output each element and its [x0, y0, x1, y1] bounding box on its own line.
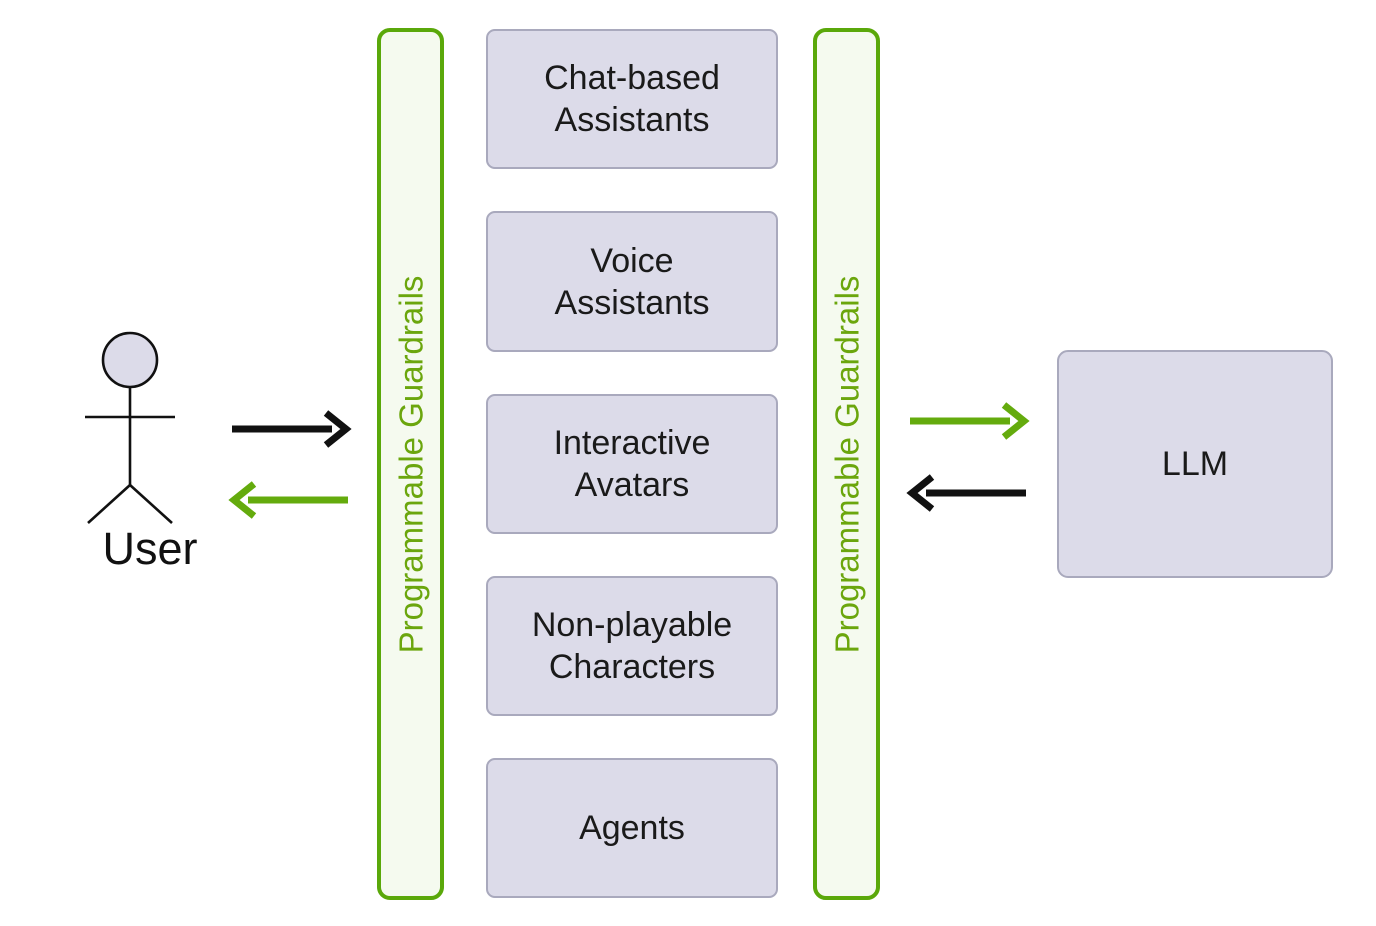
llm-box[interactable]: LLM [1057, 350, 1333, 578]
guardrail-left: Programmable Guardrails [377, 28, 444, 900]
guardrail-right: Programmable Guardrails [813, 28, 880, 900]
app-box-label: Non-playable Characters [531, 606, 733, 686]
arrow-user-to-guardrail [228, 408, 352, 450]
guardrail-right-label: Programmable Guardrails [828, 275, 865, 653]
arrow-guardrail-to-user [228, 479, 352, 521]
arrow-guardrail-to-llm [906, 400, 1030, 442]
actor-user: User [60, 330, 260, 590]
app-box-non-playable-characters[interactable]: Non-playable Characters [486, 576, 778, 716]
arrow-llm-to-guardrail [906, 472, 1030, 514]
app-box-label: Agents [579, 809, 685, 847]
app-box-label: Interactive Avatars [553, 424, 711, 504]
app-box-label: Voice Assistants [554, 241, 710, 322]
app-box-interactive-avatars[interactable]: Interactive Avatars [486, 394, 778, 534]
llm-box-label: LLM [1161, 445, 1229, 483]
app-box-agents[interactable]: Agents [486, 758, 778, 898]
app-box-chat-based-assistants[interactable]: Chat-based Assistants [486, 29, 778, 169]
guardrail-left-label: Programmable Guardrails [392, 275, 429, 653]
app-box-label: Chat-based Assistants [544, 59, 720, 139]
actor-user-label: User [102, 523, 198, 574]
app-box-voice-assistants[interactable]: Voice Assistants [486, 211, 778, 352]
stick-figure-person-icon [85, 331, 175, 524]
